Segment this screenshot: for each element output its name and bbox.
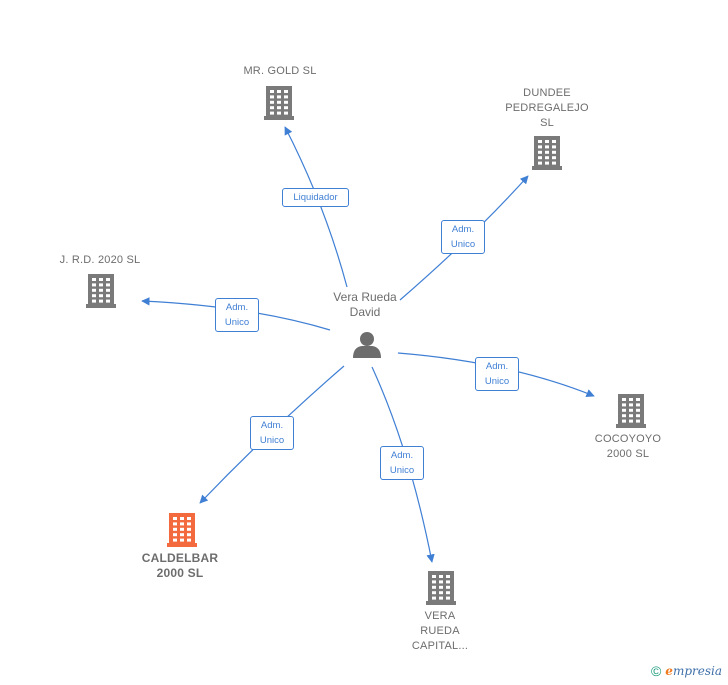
company-label-line: J. R.D. 2020 SL	[59, 254, 141, 266]
relation-label-line: Adm.	[390, 450, 414, 461]
building-icon[interactable]	[532, 136, 562, 170]
company-label-line: DUNDEE	[523, 87, 571, 99]
company-label-vera-rueda-capital[interactable]: VERA RUEDA CAPITAL...	[395, 609, 485, 654]
building-icon[interactable]	[264, 86, 294, 120]
brand-logo: empresia	[665, 664, 722, 678]
person-name-line: Vera Rueda	[333, 290, 397, 304]
company-label-line: MR. GOLD SL	[243, 65, 317, 77]
relation-label-line: Adm.	[260, 420, 284, 431]
relation-label-line: Unico	[389, 465, 415, 476]
relation-label-dundee[interactable]: Adm. Unico	[441, 220, 485, 254]
relation-label-mr-gold[interactable]: Liquidador	[282, 188, 349, 207]
relation-label-line: Unico	[484, 376, 510, 387]
relation-label-line: Unico	[450, 239, 476, 250]
company-label-line: VERA	[424, 610, 456, 622]
building-icon[interactable]	[167, 513, 197, 547]
company-label-jrd[interactable]: J. R.D. 2020 SL	[40, 253, 160, 268]
company-label-dundee[interactable]: DUNDEE PEDREGALEJO SL	[495, 86, 599, 131]
relation-label-line: Liquidador	[293, 192, 338, 203]
building-icon[interactable]	[86, 274, 116, 308]
relation-label-cocoyoyo[interactable]: Adm. Unico	[475, 357, 519, 391]
relation-label-vera-rueda-capital[interactable]: Adm. Unico	[380, 446, 424, 480]
company-label-line: 2000 SL	[156, 566, 204, 580]
footer-brand: © empresia	[651, 663, 722, 679]
building-icon[interactable]	[426, 571, 456, 605]
relation-label-line: Unico	[259, 435, 285, 446]
relation-label-line: Adm.	[451, 224, 475, 235]
company-label-line: PEDREGALEJO	[505, 102, 589, 114]
building-icon[interactable]	[616, 394, 646, 428]
company-label-line: COCOYOYO	[594, 433, 662, 445]
relation-label-line: Unico	[224, 317, 250, 328]
relation-label-line: Adm.	[485, 361, 509, 372]
relation-label-jrd[interactable]: Adm. Unico	[215, 298, 259, 332]
company-label-mr-gold[interactable]: MR. GOLD SL	[230, 64, 330, 79]
relation-label-caldelbar[interactable]: Adm. Unico	[250, 416, 294, 450]
company-label-line: CALDELBAR	[141, 551, 219, 565]
relation-label-line: Adm.	[225, 302, 249, 313]
person-icon[interactable]	[353, 332, 381, 358]
company-label-cocoyoyo[interactable]: COCOYOYO 2000 SL	[580, 432, 676, 462]
company-label-line: 2000 SL	[606, 448, 650, 460]
copyright-icon: ©	[650, 663, 662, 679]
person-name-line: David	[349, 305, 381, 319]
company-label-line: CAPITAL...	[411, 640, 469, 652]
company-label-line: SL	[540, 117, 554, 129]
company-label-line: RUEDA	[420, 625, 460, 637]
edge-mr-gold	[284, 126, 348, 288]
